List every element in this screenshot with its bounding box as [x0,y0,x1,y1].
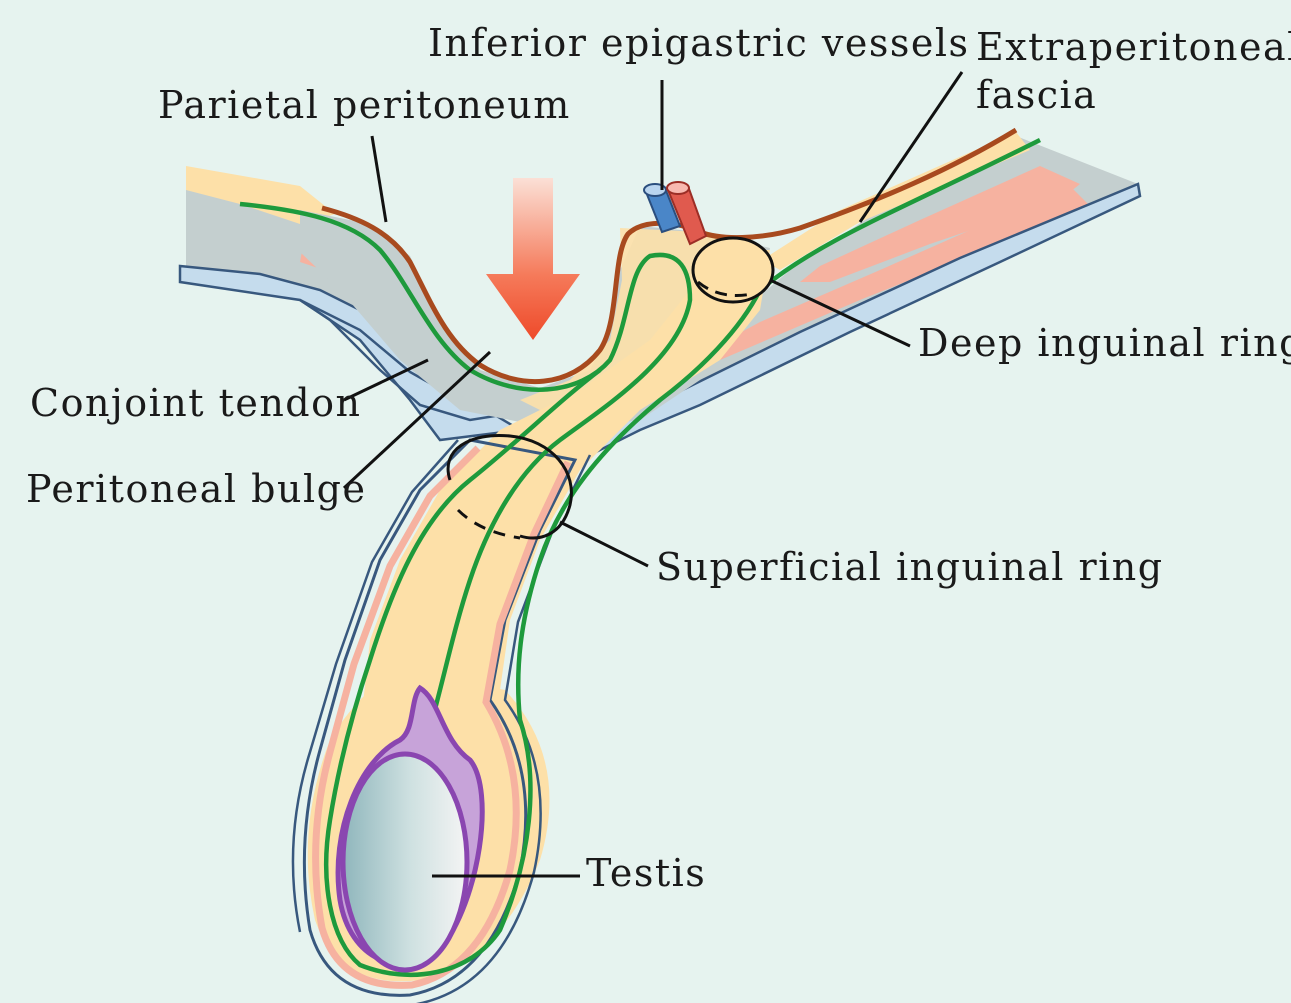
label-extraperitoneal-fascia-line1: Extraperitoneal [976,24,1291,70]
label-superficial-inguinal-ring: Superficial inguinal ring [656,544,1164,590]
label-deep-inguinal-ring: Deep inguinal ring [918,320,1291,366]
label-conjoint-tendon: Conjoint tendon [30,380,361,426]
label-peritoneal-bulge: Peritoneal bulge [26,466,366,512]
testis-shape [343,754,467,970]
label-extraperitoneal-fascia-line2: fascia [976,72,1097,118]
leader-line-parietal [372,136,386,222]
leader-line-superficial [560,522,648,566]
deep-ring-circle [693,238,773,302]
downward-arrow-icon [486,178,580,340]
label-parietal-peritoneum: Parietal peritoneum [158,82,571,128]
label-testis: Testis [586,850,706,896]
label-inferior-epigastric-vessels: Inferior epigastric vessels [428,20,969,66]
